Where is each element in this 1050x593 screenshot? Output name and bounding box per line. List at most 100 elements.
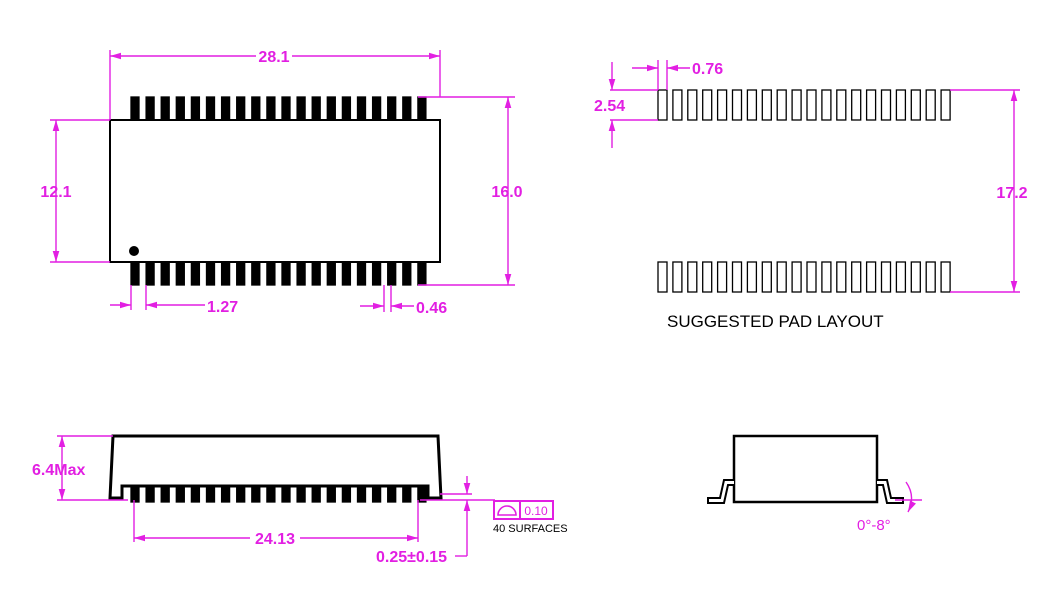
- side-view: 6.4Max 24.13 0.25±0.15 0.10 40 SURFACES: [32, 434, 568, 566]
- svg-text:0.76: 0.76: [692, 61, 723, 78]
- svg-text:28.1: 28.1: [258, 49, 289, 66]
- top-pins: [130, 96, 427, 121]
- pin: [266, 261, 276, 286]
- pad: [925, 89, 936, 121]
- pad: [806, 89, 817, 121]
- pad: [791, 89, 802, 121]
- pad: [746, 261, 758, 293]
- pad: [716, 261, 728, 293]
- pad: [672, 89, 683, 121]
- dimension-6-4max: 6.4Max: [32, 435, 128, 501]
- pad: [895, 261, 907, 293]
- pin: [236, 96, 246, 121]
- pin: [356, 487, 367, 503]
- pin: [145, 261, 155, 286]
- pad: [940, 261, 951, 293]
- pin: [341, 96, 352, 121]
- dimension-16-0: 16.0: [418, 96, 523, 286]
- pin: [311, 261, 321, 286]
- pad: [731, 261, 743, 293]
- pad: [895, 89, 907, 121]
- end-body: [732, 434, 879, 504]
- pin: [402, 261, 412, 286]
- package-body: [109, 119, 441, 263]
- pad: [687, 261, 698, 293]
- pin: [341, 261, 352, 286]
- svg-text:12.1: 12.1: [40, 184, 71, 201]
- pad: [761, 261, 772, 293]
- pin: [311, 487, 321, 503]
- pin: [371, 96, 382, 121]
- svg-text:17.2: 17.2: [996, 185, 1027, 202]
- pad: [851, 89, 862, 121]
- pin: [387, 261, 397, 286]
- pin: [387, 487, 397, 503]
- dimension-28-1: 28.1: [109, 46, 441, 120]
- pin: [205, 96, 216, 121]
- pin: [220, 261, 231, 286]
- pin: [220, 96, 231, 121]
- svg-text:2.54: 2.54: [594, 98, 625, 115]
- pin: [281, 96, 291, 121]
- pad: [865, 89, 877, 121]
- pad: [761, 89, 772, 121]
- pad: [821, 89, 832, 121]
- pad: [880, 261, 892, 293]
- pin: [130, 261, 140, 286]
- pin: [205, 261, 216, 286]
- pin: [145, 487, 155, 503]
- pin: [175, 487, 185, 503]
- pin: [160, 487, 170, 503]
- pin: [175, 261, 185, 286]
- pin: [402, 96, 412, 121]
- pin: [296, 96, 306, 121]
- pad: [776, 261, 787, 293]
- bottom-pins: [130, 261, 427, 286]
- svg-text:0.10: 0.10: [524, 504, 548, 518]
- flatness-callout: 0.10 40 SURFACES: [493, 500, 568, 535]
- pad: [940, 89, 951, 121]
- pin: [371, 487, 382, 503]
- pad: [910, 261, 921, 293]
- dimension-0-46: 0.46: [360, 285, 447, 317]
- pin: [266, 96, 276, 121]
- pin: [326, 261, 336, 286]
- dimension-0-76: 0.76: [632, 60, 723, 90]
- dimension-2-54: 2.54: [594, 62, 658, 148]
- pin: [205, 487, 216, 503]
- pad: [702, 261, 713, 293]
- pin: [190, 96, 201, 121]
- svg-text:0.46: 0.46: [416, 300, 447, 317]
- pad: [791, 261, 802, 293]
- pin: [356, 96, 367, 121]
- pin: [296, 487, 306, 503]
- svg-text:16.0: 16.0: [491, 184, 522, 201]
- pad: [672, 261, 683, 293]
- pin: [356, 261, 367, 286]
- pad: [657, 261, 668, 293]
- pin: [145, 96, 155, 121]
- pin: [190, 261, 201, 286]
- lead-angle-dim: 0°-8°: [857, 517, 891, 534]
- side-pins: [130, 487, 427, 503]
- pin: [220, 487, 231, 503]
- pin: [311, 96, 321, 121]
- pin: [417, 261, 427, 286]
- pad: [657, 89, 668, 121]
- side-body: [108, 434, 443, 500]
- pin: [402, 487, 412, 503]
- dimension-24-13: 24.13: [133, 500, 419, 548]
- pin: [160, 96, 170, 121]
- profile-of-surface-icon: [497, 505, 517, 516]
- pin: [417, 96, 427, 121]
- pin: [130, 96, 140, 121]
- pin: [371, 261, 382, 286]
- pin: [326, 487, 336, 503]
- pin: [417, 487, 427, 503]
- pad-layout: 0.76 2.54 17.2 SUGGESTED PAD LAYOUT: [594, 60, 1028, 331]
- pin: [175, 96, 185, 121]
- svg-text:24.13: 24.13: [255, 531, 295, 548]
- pin: [251, 96, 261, 121]
- pad: [687, 89, 698, 121]
